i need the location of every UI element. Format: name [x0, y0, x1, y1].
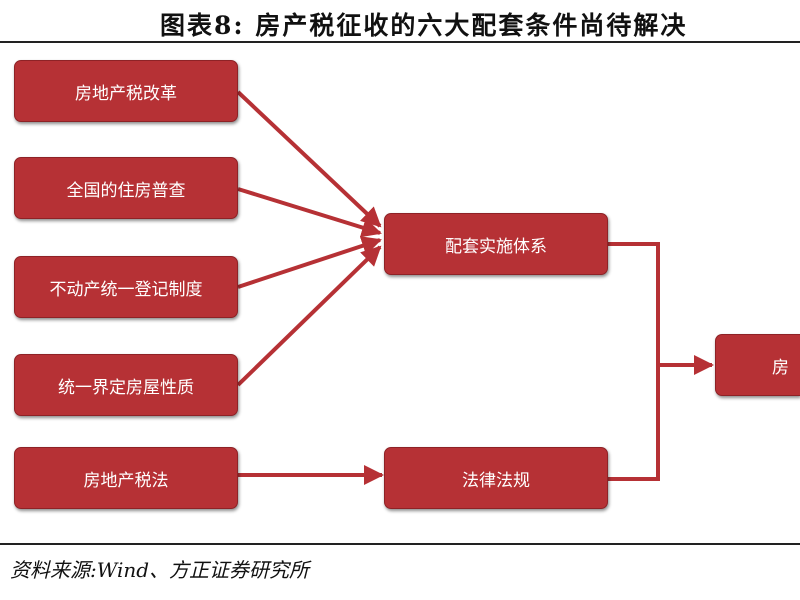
arrow-property-nature-to-system [236, 245, 382, 387]
box-national-housing-census: 全国的住房普查 [14, 157, 238, 219]
bracket-to-output [608, 242, 660, 481]
arrow-registration-to-system [237, 236, 382, 289]
box-output-partial: 房 [715, 334, 800, 396]
arrow-reform-to-system [236, 90, 382, 228]
figure-title: 图表8: 房产税征收的六大配套条件尚待解决 [160, 11, 688, 40]
arrow-census-to-system [237, 187, 382, 238]
box-unified-property-nature: 统一界定房屋性质 [14, 354, 238, 416]
box-unified-property-registration: 不动产统一登记制度 [14, 256, 238, 318]
top-rule [0, 41, 800, 43]
box-real-estate-tax-law: 房地产税法 [14, 447, 238, 509]
source-note: 资料来源:Wind、方正证券研究所 [10, 558, 310, 582]
box-real-estate-tax-reform: 房地产税改革 [14, 60, 238, 122]
bottom-rule [0, 543, 800, 545]
box-supporting-system: 配套实施体系 [384, 213, 608, 275]
box-laws-and-regulations: 法律法规 [384, 447, 608, 509]
